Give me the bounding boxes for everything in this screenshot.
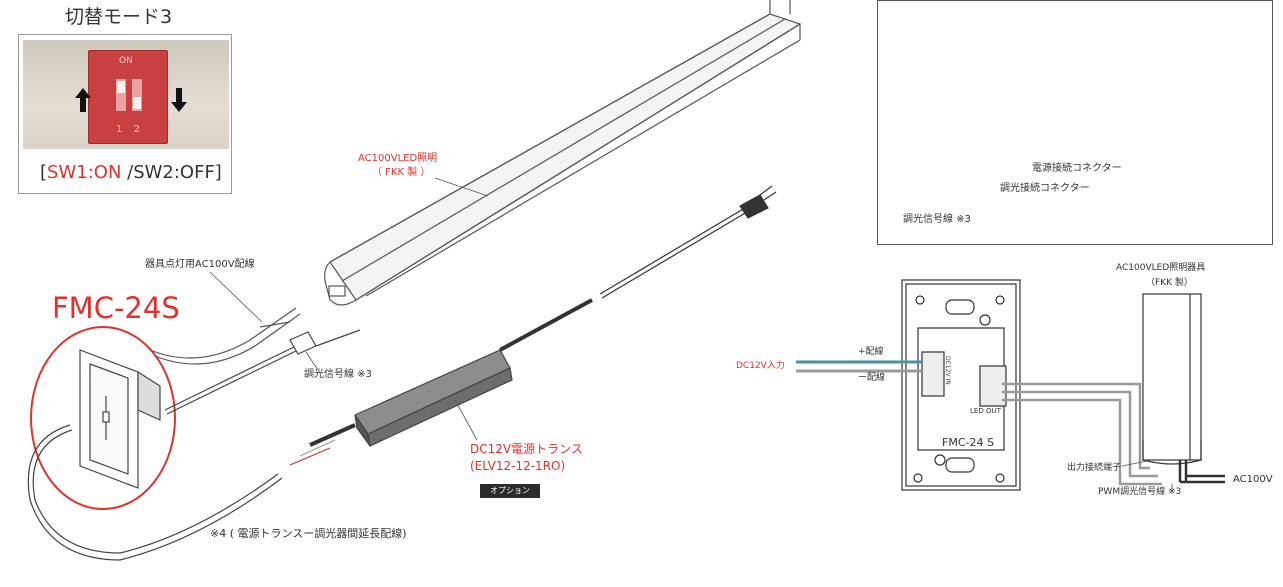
dimmer-connector-label: 調光接続コネクター — [1000, 183, 1090, 194]
dc-input-label: DC12V入力 — [736, 361, 785, 371]
fixture-label-line2: （FKK 製） — [1146, 278, 1193, 288]
led-fixture — [1142, 293, 1225, 484]
arrow-down-icon — [171, 88, 187, 112]
power-connector-label: 電源接続コネクター — [1032, 163, 1122, 174]
signal-wire — [164, 329, 361, 415]
ac100v-wiring — [149, 307, 301, 365]
dimmer-signal-label: 調光信号線 ※3 — [304, 369, 372, 380]
model-label: FMC-24 S — [942, 436, 994, 449]
plus-wire-label: +配線 — [858, 347, 884, 357]
dip-knob-2 — [133, 97, 141, 109]
caption-bracket: [ — [40, 162, 48, 183]
led-tube-light — [324, 0, 802, 306]
pwm-signal-label: PWM調光信号線 ※3 — [1098, 487, 1182, 497]
dip-slot-2 — [132, 79, 142, 111]
ac100v-label: AC100V — [1233, 474, 1273, 485]
dip-arrows — [75, 88, 187, 112]
fmc-highlight-ellipse — [30, 326, 176, 510]
dip-knob-1 — [117, 81, 125, 93]
dimmer-switch-plate — [79, 349, 161, 489]
transformer-label-line1: DC12V電源トランス — [470, 442, 583, 456]
switch-caption: [SW1:ON /SW2:OFF] — [40, 164, 222, 182]
minus-wire-label: ー配線 — [858, 373, 886, 383]
led-out-label: LED OUT — [970, 407, 1001, 415]
product-name: FMC-24S — [52, 291, 180, 325]
dip-numbers: 1 2 — [116, 124, 144, 135]
output-terminal-label: 出力接続端子 — [1067, 463, 1122, 473]
dc12v-transformer — [289, 298, 593, 466]
inset-frame — [877, 0, 1273, 245]
caption-rest: /SW2:OFF] — [121, 162, 222, 183]
dc-in-label: DC12V IN — [944, 356, 951, 385]
ac-plug — [599, 185, 777, 299]
input-wires — [796, 360, 922, 373]
dip-slot-1 — [116, 79, 126, 111]
light-label-line2: （ FKK 製 ） — [372, 167, 431, 178]
fixture-label-line1: AC100VLED照明器具 — [1116, 263, 1206, 273]
extension-note: ※4 ( 電源トランスー調光器間延長配線) — [210, 527, 407, 540]
option-badge: オプション — [480, 484, 540, 498]
output-wires — [1002, 382, 1162, 486]
inset-dimmer-signal-label: 調光信号線 ※3 — [903, 214, 971, 225]
extension-wire — [27, 424, 283, 561]
wiring-label: 器具点灯用AC100V配線 — [145, 259, 255, 270]
dip-switch: ON 1 2 — [88, 50, 168, 144]
arrow-up-icon — [75, 88, 91, 112]
fmc-24s-unit — [901, 279, 1021, 491]
caption-sw1: SW1:ON — [47, 162, 122, 183]
switch-mode-title: 切替モード3 — [65, 6, 173, 28]
transformer-label-line2: (ELV12-12-1RO) — [470, 459, 566, 473]
dip-on-label: ON — [119, 56, 133, 66]
light-label-line1: AC100VLED照明 — [358, 153, 438, 164]
